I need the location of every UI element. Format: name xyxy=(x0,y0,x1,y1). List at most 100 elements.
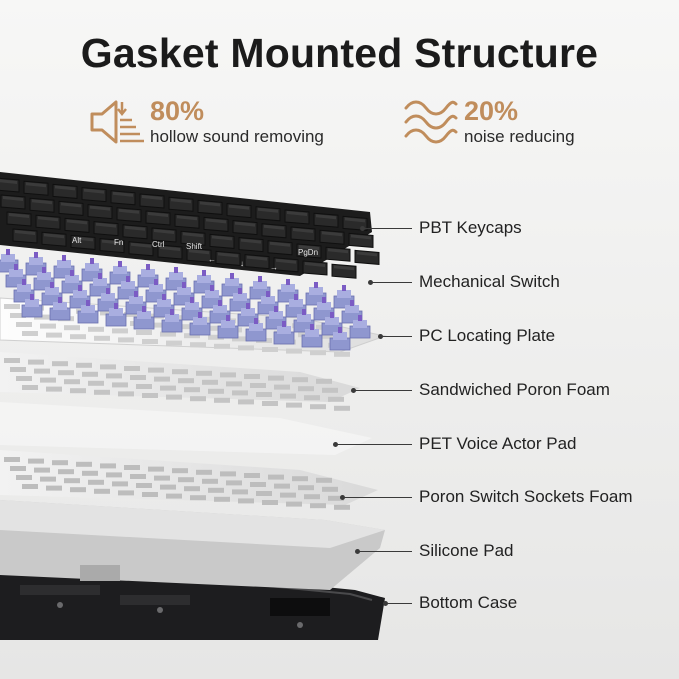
cutout xyxy=(250,383,266,388)
switch-stem xyxy=(146,264,150,270)
leader-line xyxy=(353,390,412,391)
switch-top xyxy=(129,296,143,304)
cutout xyxy=(46,485,62,491)
switch-stem xyxy=(274,306,278,312)
cutout xyxy=(322,333,338,339)
keycap-highlight xyxy=(0,179,17,184)
keycap-highlight xyxy=(218,252,238,258)
cutout xyxy=(46,386,62,392)
cutout xyxy=(112,481,128,487)
cutout xyxy=(70,334,86,340)
leader-dot xyxy=(333,442,338,447)
keycap-highlight xyxy=(142,195,162,200)
leader-line xyxy=(370,282,412,283)
cutout xyxy=(256,392,272,397)
keycap-highlight xyxy=(160,246,180,251)
keycap-highlight xyxy=(328,248,348,254)
cutout xyxy=(334,351,350,357)
layer-label: PC Locating Plate xyxy=(419,326,556,345)
cutout xyxy=(76,362,92,368)
switch-top xyxy=(193,317,207,325)
silicone-pad-layer xyxy=(0,500,385,590)
cutout xyxy=(310,404,326,410)
switch-stem xyxy=(162,294,166,300)
keycap-highlight xyxy=(113,191,133,197)
cutout xyxy=(214,343,230,349)
switch-top xyxy=(113,266,127,274)
keycap-highlight xyxy=(119,208,139,214)
switch-top xyxy=(261,296,275,304)
keycap-highlight xyxy=(345,217,365,223)
keycap-highlight xyxy=(73,236,93,242)
switch-top xyxy=(241,308,255,316)
switch-top xyxy=(309,287,323,295)
cutout xyxy=(136,330,152,335)
cutout xyxy=(172,315,188,321)
cutout xyxy=(202,379,218,385)
cutout xyxy=(298,386,314,392)
cutout xyxy=(298,485,314,491)
leader-dot xyxy=(340,495,345,500)
cutout xyxy=(274,483,290,489)
switch-top xyxy=(25,299,39,307)
keycap-highlight xyxy=(235,221,255,227)
switch-top xyxy=(141,269,155,277)
cutout xyxy=(130,375,146,380)
cutout xyxy=(226,381,242,387)
cutout xyxy=(190,396,206,402)
cutout xyxy=(238,498,254,504)
cutout xyxy=(4,358,20,363)
cutout xyxy=(160,385,176,391)
cutout xyxy=(46,332,62,338)
cutout xyxy=(274,384,290,390)
cutout xyxy=(118,490,134,496)
keycap-highlight xyxy=(125,225,145,231)
switch-stem xyxy=(154,279,158,285)
cutout xyxy=(268,375,284,381)
keycap-highlight xyxy=(357,251,377,257)
keycap-highlight xyxy=(44,233,64,239)
cutout xyxy=(178,477,194,483)
cutout xyxy=(304,494,320,500)
switch-top xyxy=(65,275,79,283)
page-title: Gasket Mounted Structure xyxy=(80,30,599,76)
keycap-highlight xyxy=(154,229,174,234)
cutout xyxy=(88,326,104,332)
leader-dot xyxy=(383,601,388,606)
cutout xyxy=(322,486,338,492)
speaker-sound-icon xyxy=(90,100,144,144)
keycap-legend: PgDn xyxy=(298,248,318,257)
switch-stem xyxy=(294,294,298,300)
switch-top xyxy=(165,314,179,322)
switch-stem xyxy=(142,306,146,312)
cutout xyxy=(22,484,38,489)
cutout xyxy=(118,391,134,397)
cutout xyxy=(136,483,152,488)
keycap-highlight xyxy=(61,202,81,208)
cutout xyxy=(208,487,224,493)
cutout xyxy=(166,493,182,499)
layer-label: Poron Switch Sockets Foam xyxy=(419,487,633,506)
switch-stem xyxy=(282,321,286,327)
switch-top xyxy=(225,278,239,286)
keycap-highlight xyxy=(67,219,87,225)
cutout xyxy=(64,379,80,385)
cutout xyxy=(100,463,116,469)
cutout xyxy=(178,378,194,384)
switch-stem xyxy=(302,309,306,315)
switch-stem xyxy=(202,270,206,276)
cutout xyxy=(310,503,326,509)
cutout xyxy=(16,376,32,381)
keycap-highlight xyxy=(241,238,261,244)
cutout xyxy=(292,476,308,482)
keycap-highlight xyxy=(96,222,116,228)
switch-top xyxy=(345,305,359,313)
cutout xyxy=(112,382,128,388)
switch-top xyxy=(57,260,71,268)
switch-stem xyxy=(246,303,250,309)
switch-top xyxy=(149,284,163,292)
switch-top xyxy=(1,254,15,262)
cutout xyxy=(160,331,176,337)
switch-stem xyxy=(98,273,102,279)
